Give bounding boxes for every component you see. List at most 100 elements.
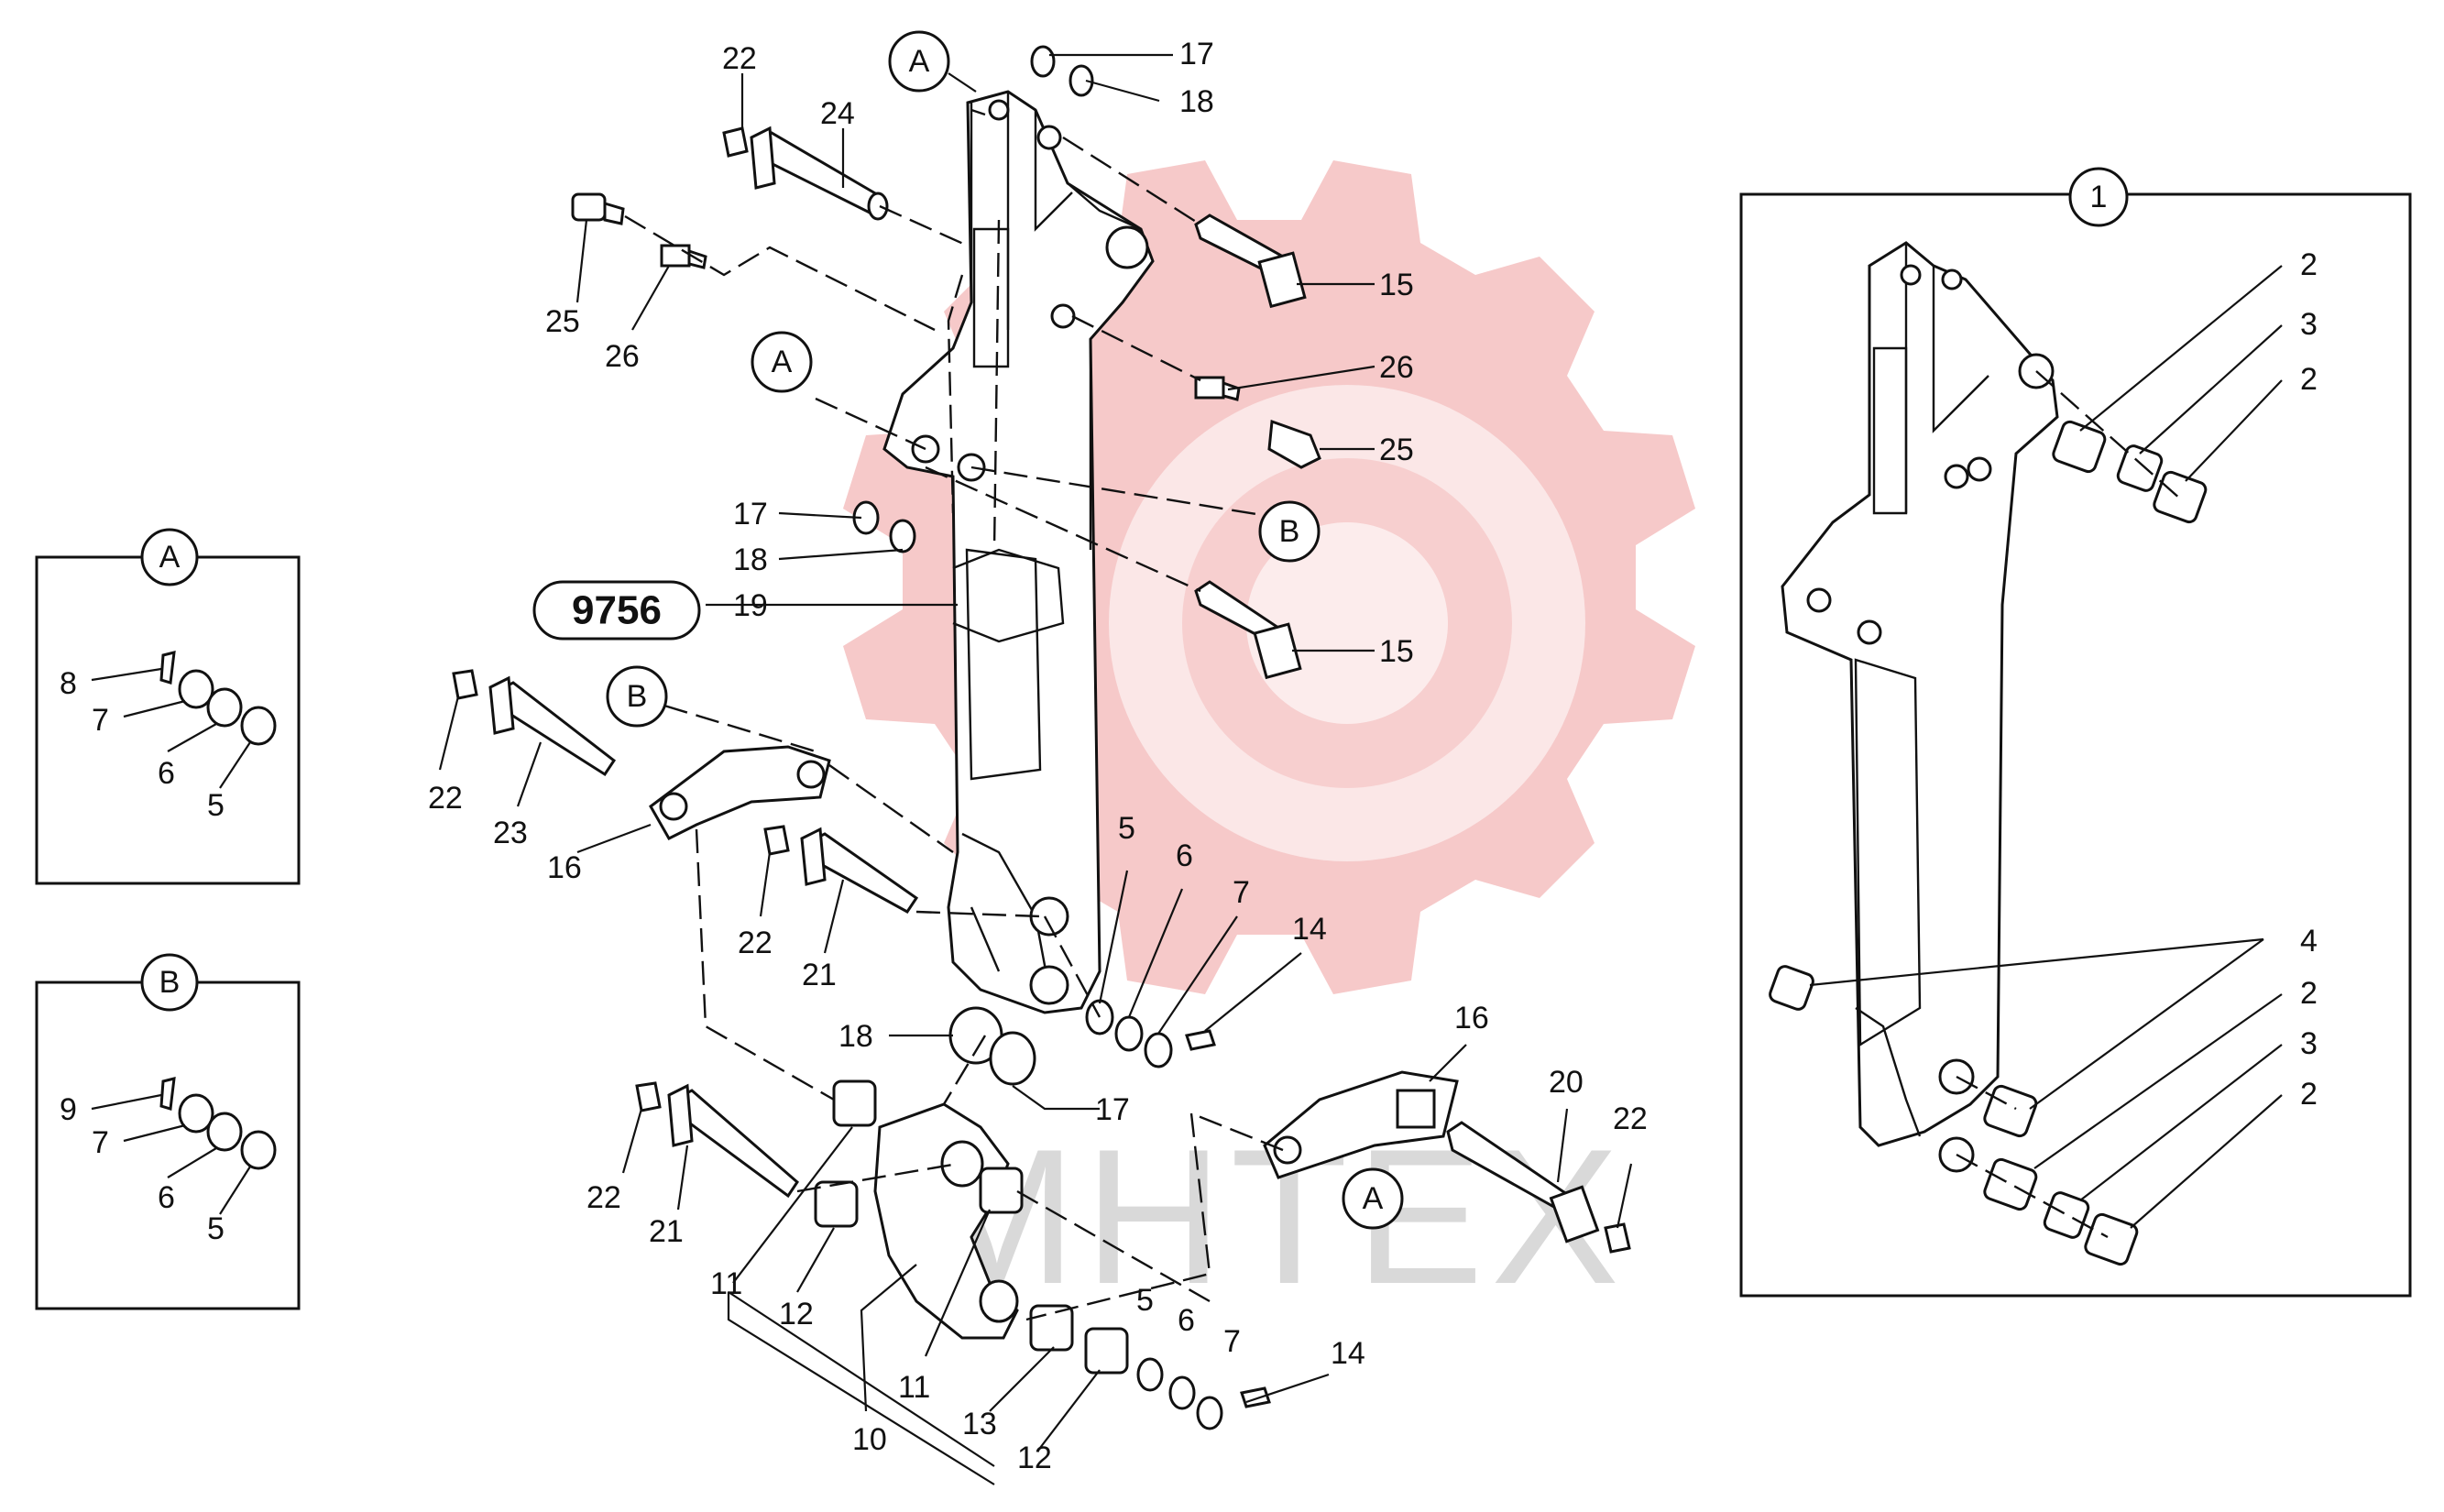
part-number-label: 7 xyxy=(1223,1324,1241,1359)
part-number-label: 17 xyxy=(733,497,768,531)
svg-text:B: B xyxy=(1279,514,1300,549)
bucket-link-10 xyxy=(873,1102,1019,1340)
pivot-pin-15-top xyxy=(1194,214,1307,309)
detail-1-leaders xyxy=(1809,265,2283,1229)
callout-a-mid: A xyxy=(751,331,813,393)
svg-text:6: 6 xyxy=(158,1180,175,1215)
part-number-label: 25 xyxy=(545,304,580,339)
callout-circles: A A B B A xyxy=(606,30,1404,1230)
svg-text:A: A xyxy=(1363,1181,1384,1216)
svg-text:B: B xyxy=(627,679,648,714)
dipper-arm-detail xyxy=(1781,241,2059,1173)
part-number-label: 22 xyxy=(738,926,773,960)
part-number-label: 18 xyxy=(1179,84,1214,119)
pivot-pin-23 xyxy=(488,675,617,777)
bolt-26-mid xyxy=(1194,376,1241,401)
svg-text:A: A xyxy=(909,44,930,79)
grease-nipple-22-left xyxy=(452,669,478,700)
part-number-label: 23 xyxy=(493,816,528,850)
callout-a-low: A xyxy=(1342,1167,1404,1230)
part-number-label: 25 xyxy=(1379,433,1414,467)
svg-text:9756: 9756 xyxy=(572,588,662,633)
part-number-label: 7 xyxy=(1233,875,1250,910)
callout-a-top: A xyxy=(888,30,977,93)
part-number-label: 11 xyxy=(710,1266,742,1301)
callout-b-left: B xyxy=(606,665,668,728)
assembly-guide-lines xyxy=(624,136,1284,1321)
svg-text:7: 7 xyxy=(92,703,109,738)
bolt-26-top xyxy=(660,244,707,269)
part-number-label: 11 xyxy=(898,1370,930,1405)
link-arm-16-right xyxy=(1263,1070,1459,1179)
svg-text:B: B xyxy=(159,965,181,1000)
part-number-label: 22 xyxy=(428,781,463,816)
grease-nipple-22-mid xyxy=(763,825,790,856)
pivot-pin-15-mid xyxy=(1194,580,1302,680)
svg-text:3: 3 xyxy=(2300,1026,2318,1061)
part-number-label: 5 xyxy=(1136,1283,1154,1318)
detail-view-a: A 8 7 6 5 xyxy=(35,528,301,885)
svg-text:3: 3 xyxy=(2300,307,2318,342)
pivot-pin-20 xyxy=(1446,1121,1600,1244)
svg-text:5: 5 xyxy=(207,1211,225,1246)
svg-text:1: 1 xyxy=(2090,180,2108,214)
pivot-pin-21-mid xyxy=(800,827,919,914)
part-number-label: 13 xyxy=(962,1407,997,1441)
part-number-label: 22 xyxy=(586,1180,621,1215)
svg-text:2: 2 xyxy=(2300,362,2318,397)
pivot-pin-24 xyxy=(750,126,889,221)
svg-text:8: 8 xyxy=(60,666,77,701)
part-number-label: 12 xyxy=(1017,1441,1052,1475)
svg-text:2: 2 xyxy=(2300,1077,2318,1112)
grease-nipple xyxy=(722,126,749,158)
part-number-label: 6 xyxy=(1178,1303,1195,1338)
washers-5-6-7-low xyxy=(1136,1357,1223,1430)
part-number-label: 26 xyxy=(605,339,640,374)
svg-text:5: 5 xyxy=(207,788,225,823)
part-number-label: 22 xyxy=(722,41,757,76)
grease-nipple-22-low xyxy=(635,1081,662,1112)
part-number-label: 14 xyxy=(1292,912,1327,947)
svg-text:9: 9 xyxy=(60,1092,77,1127)
retainer-bolt-25-mid xyxy=(1267,419,1321,469)
part-number-label: 15 xyxy=(1379,634,1414,669)
part-number-label: 21 xyxy=(649,1214,684,1249)
washers-17-18-top xyxy=(1030,45,1094,97)
part-number-label: 16 xyxy=(547,850,582,885)
svg-text:2: 2 xyxy=(2300,976,2318,1011)
svg-text:A: A xyxy=(159,540,181,575)
part-labels: 22 24 17 18 25 26 15 26 25 17 18 19 15 2… xyxy=(428,37,1648,1475)
svg-text:4: 4 xyxy=(2300,924,2318,959)
split-pin-14-low xyxy=(1240,1386,1271,1408)
reference-code-badge: 9756 xyxy=(532,580,701,641)
part-number-label: 22 xyxy=(1613,1101,1648,1136)
part-number-label: 21 xyxy=(802,958,837,992)
detail-view-b: B 9 7 6 5 xyxy=(35,953,301,1310)
svg-text:2: 2 xyxy=(2300,247,2318,282)
callout-b-mid: B xyxy=(1258,500,1321,563)
part-number-label: 6 xyxy=(1176,838,1193,873)
svg-text:6: 6 xyxy=(158,756,175,791)
detail-view-1: 1 xyxy=(1739,167,2412,1298)
pivot-pin-21-low xyxy=(667,1083,799,1199)
part-number-label: 16 xyxy=(1454,1001,1489,1035)
leader-lines xyxy=(438,53,1633,1485)
part-number-label: 24 xyxy=(820,96,855,131)
part-number-label: 20 xyxy=(1549,1065,1584,1100)
svg-text:A: A xyxy=(772,345,793,379)
part-number-label: 5 xyxy=(1118,811,1135,846)
svg-text:7: 7 xyxy=(92,1125,109,1160)
part-number-label: 19 xyxy=(733,588,768,623)
part-number-label: 17 xyxy=(1179,37,1214,71)
split-pin-14-right xyxy=(1185,1029,1216,1051)
part-number-label: 10 xyxy=(852,1422,887,1457)
part-number-label: 26 xyxy=(1379,350,1414,385)
part-number-label: 17 xyxy=(1095,1092,1130,1127)
part-number-label: 18 xyxy=(733,542,768,577)
grease-nipple-22-right xyxy=(1604,1222,1631,1254)
part-number-label: 15 xyxy=(1379,268,1414,302)
link-arm-16-left xyxy=(649,745,831,840)
part-number-label: 12 xyxy=(779,1297,814,1331)
bushings-11-12 xyxy=(814,1079,1129,1375)
